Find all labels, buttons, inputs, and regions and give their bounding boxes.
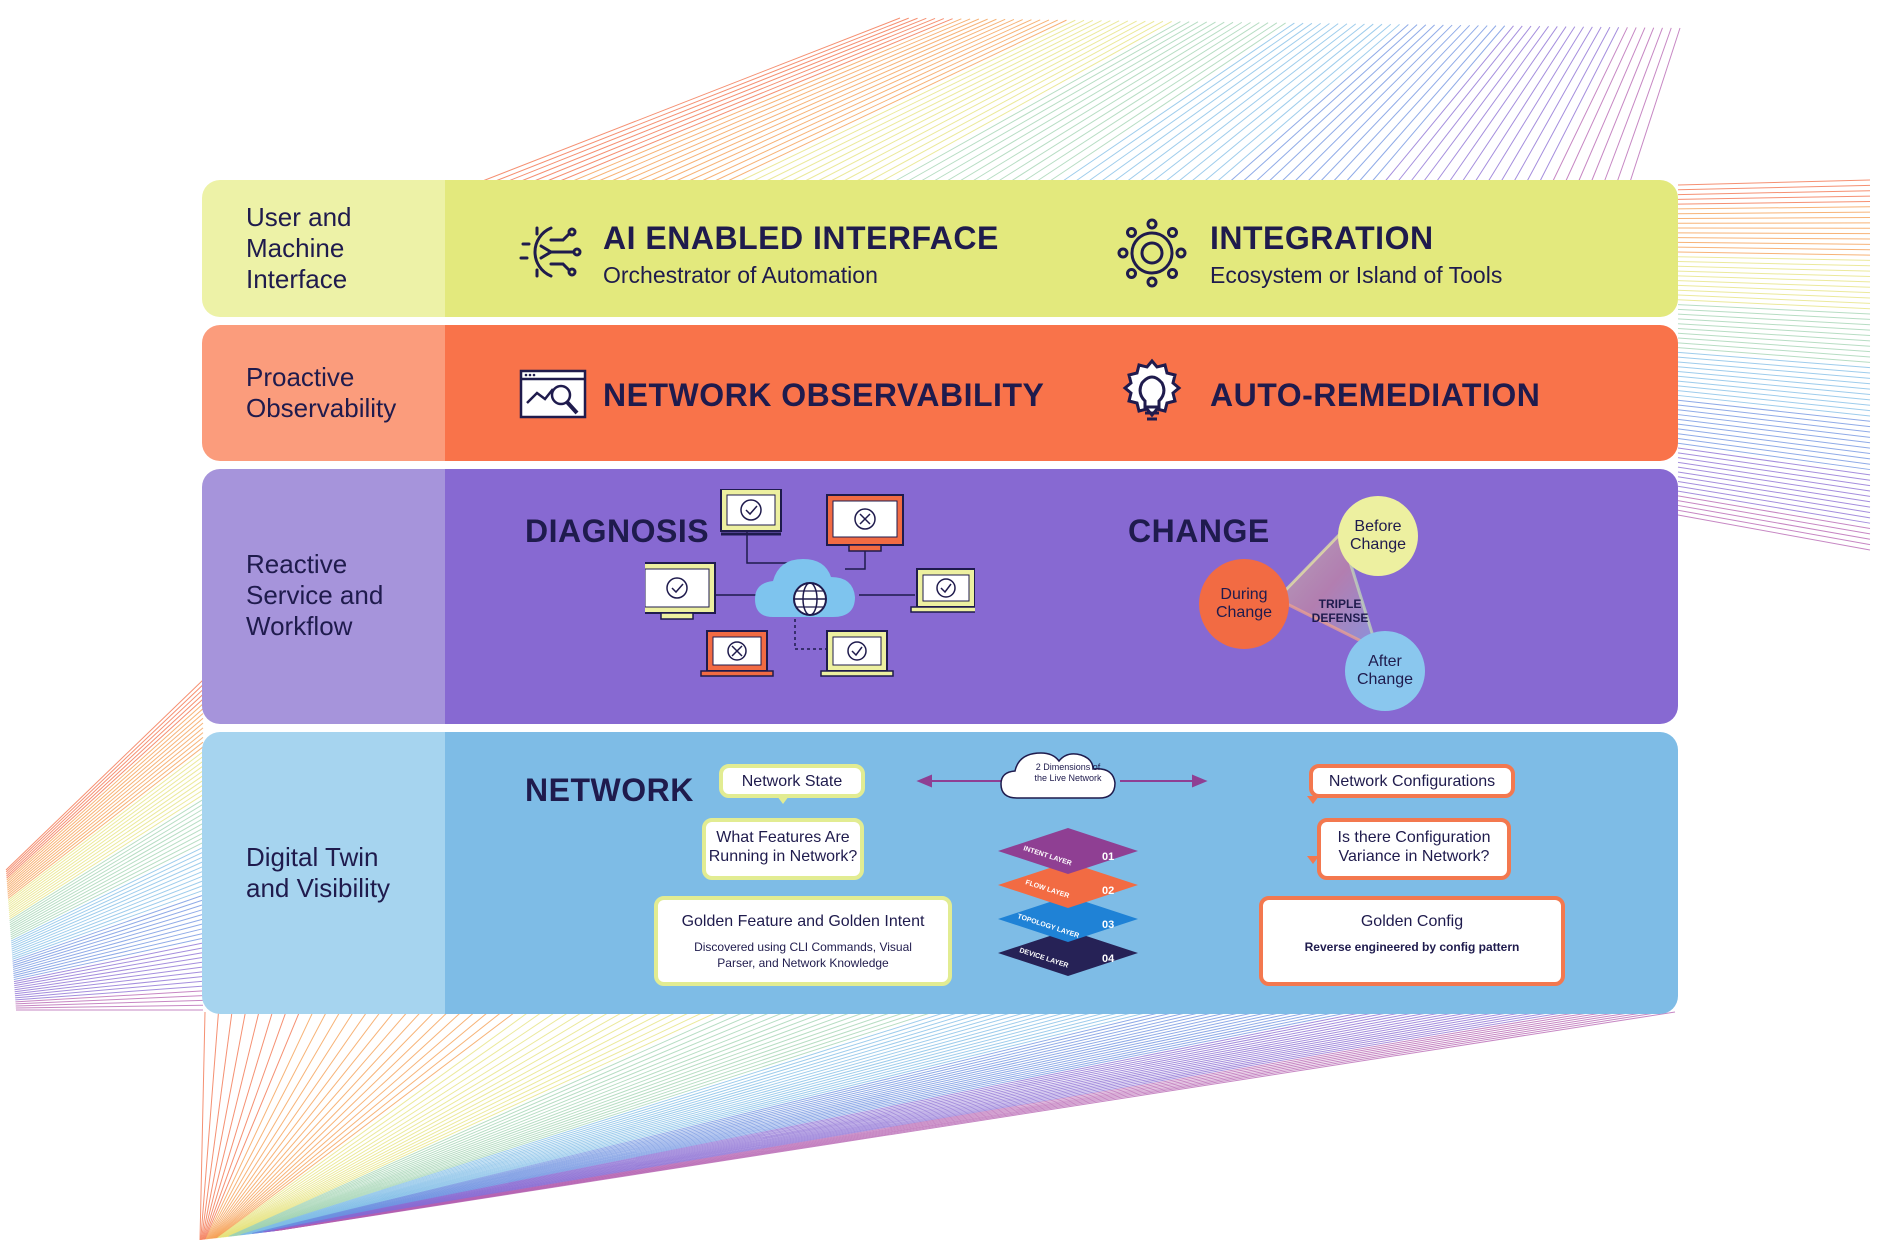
band-digital-twin: Digital Twin and Visibility NETWORK (202, 732, 1678, 1014)
layer-number: 04 (1102, 953, 1115, 965)
band-main: DIAGNOSIS (445, 469, 1678, 724)
live-network-cloud-icon (1000, 752, 1116, 799)
features-question-box: What Features Are Running in Network? (702, 818, 864, 880)
network-configurations-box: Network Configurations (1309, 764, 1515, 798)
lightbulb-gear-icon (1122, 358, 1182, 421)
side-label-digital-twin: Digital Twin and Visibility (246, 842, 391, 903)
ai-enabled-interface-subtitle: Orchestrator of Automation (603, 262, 878, 288)
triple-defense-label: TRIPLE DEFENSE (1311, 597, 1369, 625)
fan-lines-left (5, 679, 204, 1011)
layer-number: 03 (1102, 919, 1114, 931)
monitor-error-icon (826, 494, 904, 552)
fan-lines-top (479, 17, 1681, 183)
layer-number: 02 (1102, 885, 1114, 897)
layer-stack-icon: INTENT LAYER 01 FLOW LAYER 02 TOPOLOGY L… (998, 828, 1138, 976)
band-side: User and Machine Interface (202, 180, 445, 317)
diagnosis-network-illustration (645, 489, 975, 677)
fan-lines-bottom (199, 1011, 1676, 1241)
laptop-check-icon (910, 568, 975, 613)
after-change-circle: After Change (1345, 631, 1425, 711)
integration-title: INTEGRATION (1210, 220, 1434, 256)
laptop-error-icon (700, 630, 774, 677)
band-side: Reactive Service and Workflow (202, 469, 445, 724)
band-side: Digital Twin and Visibility (202, 732, 445, 1014)
side-label-proactive: Proactive Observability (246, 362, 397, 423)
diagnosis-title: DIAGNOSIS (525, 513, 710, 549)
layer-number: 01 (1102, 851, 1114, 863)
network-flow-connectors: INTENT LAYER 01 FLOW LAYER 02 TOPOLOGY L… (777, 752, 1319, 976)
band-reactive-service: Reactive Service and Workflow DIAGNOSIS (202, 469, 1678, 724)
band-main: AI ENABLED INTERFACE Orchestrator of Aut… (445, 180, 1678, 317)
band-main: NETWORK INTENT LAYER 01 (445, 732, 1678, 1014)
before-change-circle: Before Change (1338, 496, 1418, 576)
monitor-check-icon (720, 489, 782, 536)
monitor-check-icon (645, 562, 716, 620)
circuit-brain-icon (519, 226, 582, 278)
network-title: NETWORK (525, 772, 694, 808)
fan-lines-right (1677, 179, 1871, 551)
change-title: CHANGE (1128, 513, 1270, 549)
auto-remediation-title: AUTO-REMEDIATION (1210, 377, 1541, 413)
network-state-box: Network State (719, 764, 865, 798)
laptop-check-icon (820, 630, 894, 677)
band-main: NETWORK OBSERVABILITY AUTO-REMEDIATION (445, 325, 1678, 461)
variance-question-box: Is there Configuration Variance in Netwo… (1317, 818, 1511, 880)
band-side: Proactive Observability (202, 325, 445, 461)
during-change-circle: During Change (1199, 559, 1289, 649)
ai-enabled-interface-title: AI ENABLED INTERFACE (603, 220, 999, 256)
side-label-reactive: Reactive Service and Workflow (246, 549, 384, 641)
network-observability-title: NETWORK OBSERVABILITY (603, 377, 1045, 413)
band-proactive-observability: Proactive Observability NETWORK OBSERVAB… (202, 325, 1678, 461)
magnifier-chart-icon (519, 369, 587, 419)
gear-icon (1117, 218, 1187, 288)
band-user-machine-interface: User and Machine Interface AI ENABLED IN… (202, 180, 1678, 317)
live-network-cloud-label: 2 Dimensions of the Live Network (1034, 762, 1102, 783)
cloud-globe-icon (755, 559, 855, 617)
golden-config-box: Golden Config Reverse engineered by conf… (1259, 896, 1565, 986)
golden-feature-box: Golden Feature and Golden Intent Discove… (654, 896, 952, 986)
side-label-user-interface: User and Machine Interface (246, 202, 352, 294)
integration-subtitle: Ecosystem or Island of Tools (1210, 262, 1503, 288)
